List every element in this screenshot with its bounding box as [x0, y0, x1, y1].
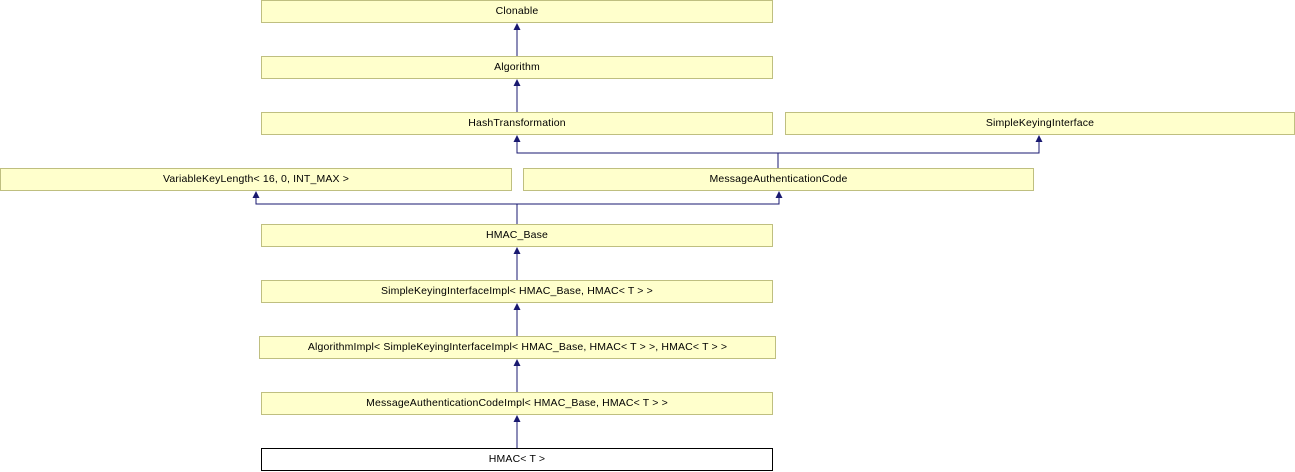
class-node-label: HMAC_Base [485, 230, 549, 241]
class-node-label: SimpleKeyingInterface [985, 118, 1095, 129]
edge-hmacbase-to-variablekeylength [252, 191, 518, 224]
inheritance-arrowhead [513, 415, 521, 422]
edge-hmact-to-macimpl [513, 415, 521, 448]
class-node-label: MessageAuthenticationCodeImpl< HMAC_Base… [366, 398, 668, 409]
class-node-clonable[interactable]: Clonable [261, 0, 773, 23]
class-node-algorithm_impl[interactable]: AlgorithmImpl< SimpleKeyingInterfaceImpl… [259, 336, 776, 359]
inheritance-arrowhead [513, 135, 521, 142]
class-node-label: SimpleKeyingInterfaceImpl< HMAC_Base, HM… [381, 286, 653, 297]
edge-mac-to-simplekeyinginterface [777, 135, 1043, 168]
class-node-label: Clonable [495, 6, 539, 17]
class-node-label: VariableKeyLength< 16, 0, INT_MAX > [163, 174, 349, 185]
class-node-message_authentication_code[interactable]: MessageAuthenticationCode [523, 168, 1034, 191]
inheritance-arrowhead [252, 191, 260, 198]
edge-mac-to-hashtransformation [513, 135, 779, 168]
inheritance-arrowhead [513, 359, 521, 366]
class-node-simple_keying_interface[interactable]: SimpleKeyingInterface [785, 112, 1295, 135]
class-node-label: HashTransformation [468, 118, 566, 129]
edge-hmacbase-to-mac [516, 191, 783, 224]
edge-hashtransformation-to-algorithm [513, 79, 521, 112]
class-node-simple_keying_interface_impl[interactable]: SimpleKeyingInterfaceImpl< HMAC_Base, HM… [261, 280, 773, 303]
inheritance-arrowhead [513, 79, 521, 86]
class-node-hmac_base[interactable]: HMAC_Base [261, 224, 773, 247]
edge-algorithmimpl-to-skiimpl [513, 303, 521, 336]
class-node-label: Algorithm [494, 62, 540, 73]
inheritance-arrowhead [513, 303, 521, 310]
class-node-variable_key_length[interactable]: VariableKeyLength< 16, 0, INT_MAX > [0, 168, 512, 191]
class-node-hash_transformation[interactable]: HashTransformation [261, 112, 773, 135]
edge-macimpl-to-algorithmimpl [513, 359, 521, 392]
inheritance-arrowhead [1035, 135, 1043, 142]
class-node-label: MessageAuthenticationCode [709, 174, 848, 185]
class-node-label: HMAC< T > [488, 454, 546, 465]
inheritance-arrowhead [513, 247, 521, 254]
edge-ski-impl-to-hmacbase [513, 247, 521, 280]
class-node-message_authentication_code_impl[interactable]: MessageAuthenticationCodeImpl< HMAC_Base… [261, 392, 773, 415]
class-node-algorithm[interactable]: Algorithm [261, 56, 773, 79]
class-node-label: AlgorithmImpl< SimpleKeyingInterfaceImpl… [307, 342, 728, 353]
inheritance-arrowhead [513, 23, 521, 30]
inheritance-arrowhead [775, 191, 783, 198]
edge-algorithm-to-clonable [513, 23, 521, 56]
class-node-hmac_t[interactable]: HMAC< T > [261, 448, 773, 471]
